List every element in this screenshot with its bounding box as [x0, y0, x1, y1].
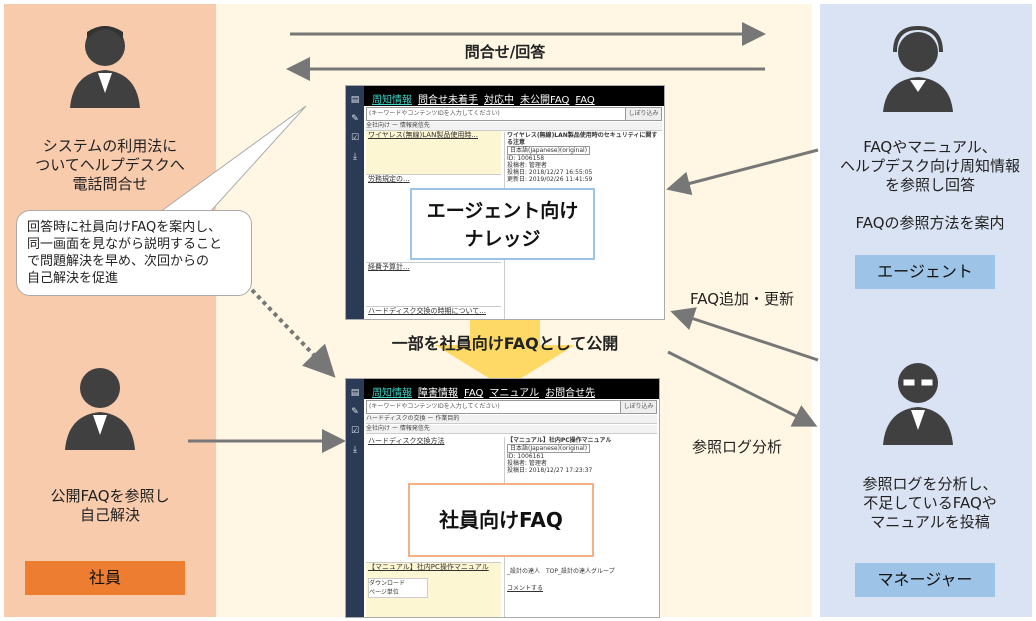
caller-description: システムの利用法に ついてヘルプデスクへ 電話問合せ [35, 137, 185, 193]
search-placeholder: (キーワードやコンテンツIDを入力してください) [369, 403, 500, 410]
check-icon[interactable]: ☑ [350, 133, 360, 143]
list-item[interactable]: ワイヤレス(無線)LAN製品使用時... [366, 131, 501, 175]
tab-notices[interactable]: 周知情報 [372, 388, 412, 399]
breadcrumb: 全社向け ー 情報発信先 [366, 122, 662, 131]
filter-label: しぼり込み [628, 110, 659, 117]
sidebar: ▤ ✎ ☑ ⤓ [346, 379, 364, 617]
tab-contacts[interactable]: お問合せ先 [545, 388, 596, 399]
item-title: 【マニュアル】社内PC操作マニュアル [368, 563, 489, 571]
tab-faq[interactable]: FAQ [575, 95, 595, 106]
list-item[interactable]: 労務規定の... [366, 175, 501, 263]
employee-role-label: 社員 [25, 561, 185, 595]
context-menu: ダウンロードページ単位 [368, 578, 428, 598]
faq-list: ハードディスク交換方法 【マニュアル】社内PC操作マニュアル ダウンロードページ… [366, 437, 501, 617]
detail-posted: 投稿日: 2018/12/27 17:23:37 [507, 467, 593, 474]
list-item[interactable]: 【マニュアル】社内PC操作マニュアル ダウンロードページ単位 [366, 563, 501, 617]
item-title: ハードディスク交換の時期について... [368, 307, 486, 315]
detail-title: ワイヤレス(無線)LAN製品使用時のセキュリティに関する注意 [507, 132, 658, 146]
filter-button[interactable]: しぼり込み [625, 108, 661, 120]
filter-label: しぼり込み [623, 403, 654, 410]
group-info: _設計の達人 TOP_設計の達人グループ [507, 568, 615, 575]
callout-bubble: 回答時に社員向けFAQを案内し、 同一画面を見ながら説明すること で問題解決を早… [16, 210, 252, 296]
manager-role-label: マネージャー [855, 563, 995, 597]
list-item[interactable]: ハードディスク交換方法 [366, 437, 501, 563]
agent-description: FAQやマニュアル、 ヘルプデスク向け周知情報 を参照し回答 [840, 138, 1021, 194]
agent-subtext: FAQの参照方法を案内 [855, 214, 1005, 232]
employee-faq-label: 社員向けFAQ [408, 483, 594, 557]
list-item[interactable]: ハードディスク交換の時期について... [366, 307, 501, 319]
manager-description: 参照ログを分析し、 不足しているFAQや マニュアルを投稿 [862, 475, 998, 531]
download-icon[interactable]: ⤓ [353, 152, 357, 162]
manager-person-icon [883, 363, 953, 445]
doc-icon[interactable]: ▤ [350, 95, 360, 105]
download-icon[interactable]: ⤓ [353, 445, 357, 455]
filter-button[interactable]: しぼり込み [620, 401, 656, 413]
breadcrumb: 全社向け ー 情報発信先 [366, 425, 657, 434]
language-select[interactable]: 日本語(Japanese)(original) [507, 444, 591, 453]
tab-manual[interactable]: マニュアル [489, 388, 540, 399]
list-item[interactable]: 経費予算計... [366, 263, 501, 307]
detail-id: ID: 1006161 [507, 453, 545, 460]
detail-posted: 投稿日: 2018/12/27 16:55:05 [507, 169, 593, 176]
check-icon[interactable]: ☑ [350, 426, 360, 436]
search-input[interactable]: (キーワードやコンテンツIDを入力してください) しぼり込み [366, 107, 662, 121]
sidebar: ▤ ✎ ☑ ⤓ [346, 86, 364, 319]
search-placeholder: (キーワードやコンテンツIDを入力してください) [369, 110, 500, 117]
employee-person-icon [65, 368, 135, 450]
nav-tabs: 周知情報障害情報 FAQ マニュアルお問合せ先 [364, 379, 659, 399]
doc-icon[interactable]: ▤ [350, 388, 360, 398]
agent-headset-person-icon [883, 25, 953, 112]
item-title: 経費予算計... [368, 263, 410, 271]
nav-tabs: 周知情報問合せ未着手対応中未公開FAQ FAQ [364, 86, 664, 106]
tab-incidents[interactable]: 障害情報 [418, 388, 458, 399]
detail-updated: 更新日: 2019/02/26 11:41:59 [507, 176, 593, 183]
employee-faq-screenshot: ▤ ✎ ☑ ⤓ 周知情報障害情報 FAQ マニュアルお問合せ先 (キーワードやコンテンツI… [345, 378, 660, 618]
tab-unhandled[interactable]: 問合せ未着手 [418, 95, 478, 106]
detail-author: 投稿者: 管理者 [507, 460, 547, 467]
faq-update-label: FAQ追加・更新 [690, 290, 795, 308]
caller-person-icon [70, 26, 140, 108]
detail-author: 投稿者: 管理者 [507, 162, 547, 169]
knowledge-list: ワイヤレス(無線)LAN製品使用時... 労務規定の... 経費予算計... ハ… [366, 131, 501, 319]
tab-faq[interactable]: FAQ [464, 388, 484, 399]
search-input[interactable]: (キーワードやコンテンツIDを入力してください) しぼり込み [366, 400, 657, 414]
menu-download[interactable]: ダウンロード [369, 580, 406, 587]
tab-notices[interactable]: 周知情報 [372, 95, 412, 106]
inquiry-answer-label: 問合せ/回答 [464, 43, 546, 61]
language-select[interactable]: 日本語(Japanese)(original) [507, 146, 591, 155]
pencil-icon[interactable]: ✎ [351, 114, 359, 124]
menu-page-unit[interactable]: ページ単位 [369, 589, 399, 596]
detail-id: ID: 1006158 [507, 155, 545, 162]
item-title: 労務規定の... [368, 175, 410, 183]
item-title: ワイヤレス(無線)LAN製品使用時... [368, 131, 479, 139]
agent-role-label: エージェント [855, 255, 995, 289]
tab-unpublished-faq[interactable]: 未公開FAQ [520, 95, 570, 106]
detail-title: 【マニュアル】社内PC操作マニュアル [507, 437, 612, 444]
publish-label: 一部を社員向けFAQとして公開 [391, 334, 619, 353]
tab-in-progress[interactable]: 対応中 [484, 95, 514, 106]
item-title: ハードディスク交換方法 [368, 437, 445, 445]
agent-knowledge-label: エージェント向け ナレッジ [410, 188, 595, 260]
pencil-icon[interactable]: ✎ [351, 407, 359, 417]
employee-description: 公開FAQを参照し 自己解決 [50, 487, 170, 524]
log-analysis-label: 参照ログ分析 [692, 438, 783, 456]
breadcrumb: ハードディスクの交換 ー 作業目的 [366, 415, 657, 424]
comment-link[interactable]: コメントする [507, 585, 544, 592]
